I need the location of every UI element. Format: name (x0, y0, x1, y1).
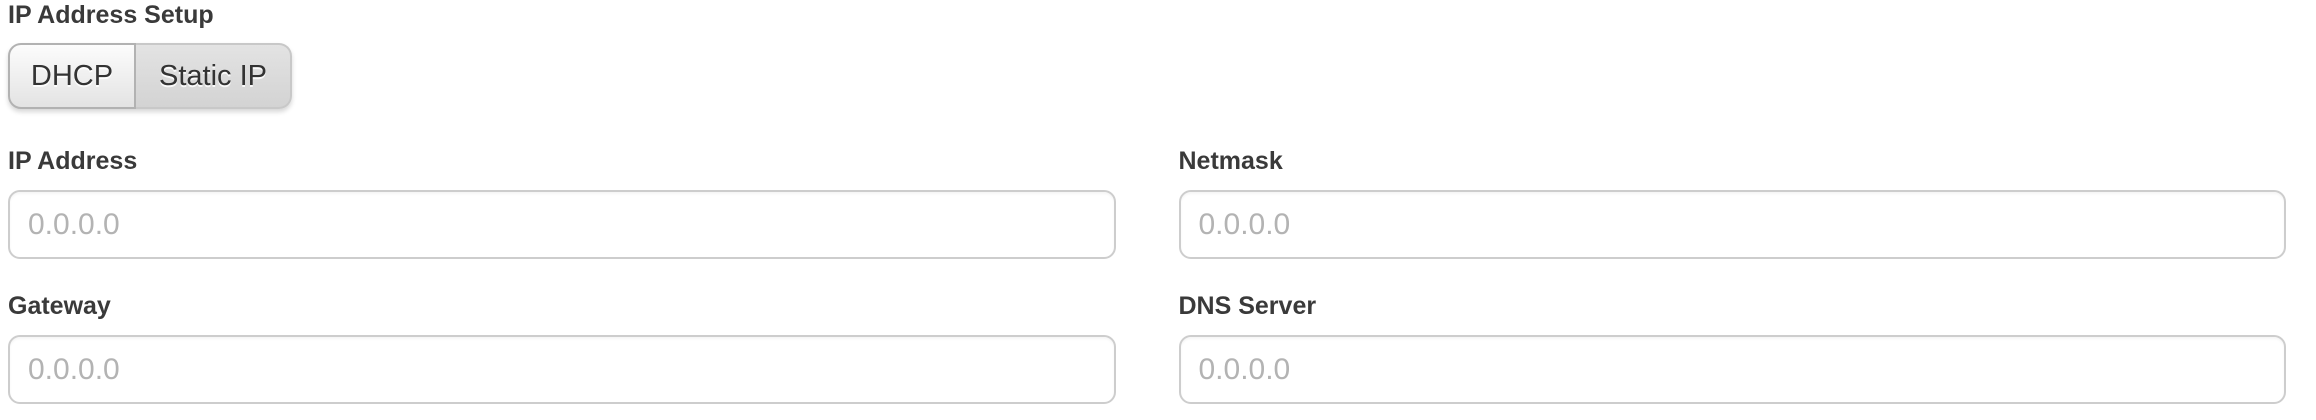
dns-server-input[interactable] (1178, 335, 2286, 404)
netmask-input[interactable] (1178, 190, 2286, 259)
ip-address-input[interactable] (8, 190, 1116, 259)
ip-address-label: IP Address (8, 147, 138, 175)
field-gateway: Gateway (8, 294, 1116, 404)
static-ip-button[interactable]: Static IP (136, 43, 292, 109)
field-netmask: Netmask (1178, 147, 2286, 259)
section-title: IP Address Setup (8, 1, 214, 29)
field-ip-address: IP Address (8, 149, 1116, 259)
gateway-label: Gateway (8, 292, 111, 320)
dhcp-button[interactable]: DHCP (8, 43, 136, 109)
dns-server-label: DNS Server (1178, 292, 1317, 320)
field-dns-server: DNS Server (1178, 292, 2286, 404)
ip-mode-toggle: DHCP Static IP (8, 43, 292, 109)
netmask-label: Netmask (1178, 147, 1283, 175)
gateway-input[interactable] (8, 335, 1116, 404)
ip-settings-form: IP Address Netmask Gateway DNS Server (8, 149, 2286, 404)
